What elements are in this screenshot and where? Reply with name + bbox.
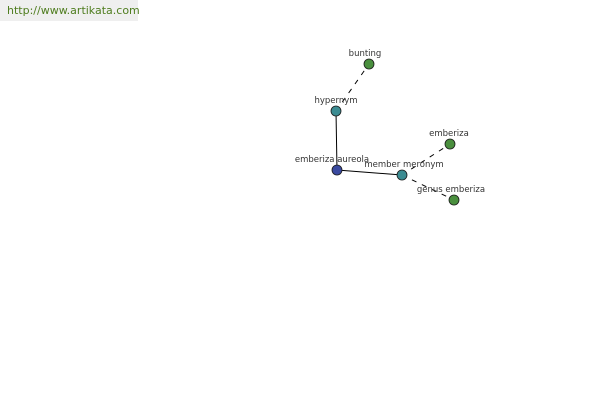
node-label-emberiza: emberiza (429, 129, 469, 139)
node-label-hypernym: hypernym (314, 96, 357, 106)
node-dot-hypernym[interactable] (330, 105, 342, 117)
edge-member-meronym-to-emberiza (401, 143, 451, 176)
edge-hypernym-to-bunting (335, 63, 370, 112)
node-root[interactable]: emberiza aureola (295, 155, 369, 176)
graph-edges (335, 63, 455, 201)
node-dot-bunting[interactable] (363, 58, 375, 70)
node-dot-genus-emberiza[interactable] (448, 194, 460, 206)
node-label-member-meronym: member meronym (364, 160, 443, 170)
node-dot-member-meronym[interactable] (396, 169, 408, 181)
node-dot-root[interactable] (331, 164, 343, 176)
url-banner: http://www.artikata.com (0, 0, 140, 21)
edge-root-to-hypernym (335, 110, 338, 171)
graph-nodes: emberiza aureola hypernym bunting member me… (295, 49, 485, 206)
node-emberiza[interactable]: emberiza (429, 129, 469, 150)
url-link[interactable]: http://www.artikata.com (7, 4, 140, 17)
node-member-meronym[interactable]: member meronym (364, 160, 444, 181)
edge-root-to-member-meronym (336, 169, 403, 176)
node-label-bunting: bunting (349, 49, 382, 59)
node-genus-emberiza[interactable]: genus emberiza (417, 185, 485, 206)
node-hypernym[interactable]: hypernym (314, 96, 358, 117)
edge-member-meronym-to-genus-emberiza (401, 174, 455, 201)
node-label-genus-emberiza: genus emberiza (417, 185, 485, 195)
node-dot-emberiza[interactable] (444, 138, 456, 150)
node-label-root: emberiza aureola (295, 155, 369, 165)
node-bunting[interactable]: bunting (349, 49, 382, 70)
